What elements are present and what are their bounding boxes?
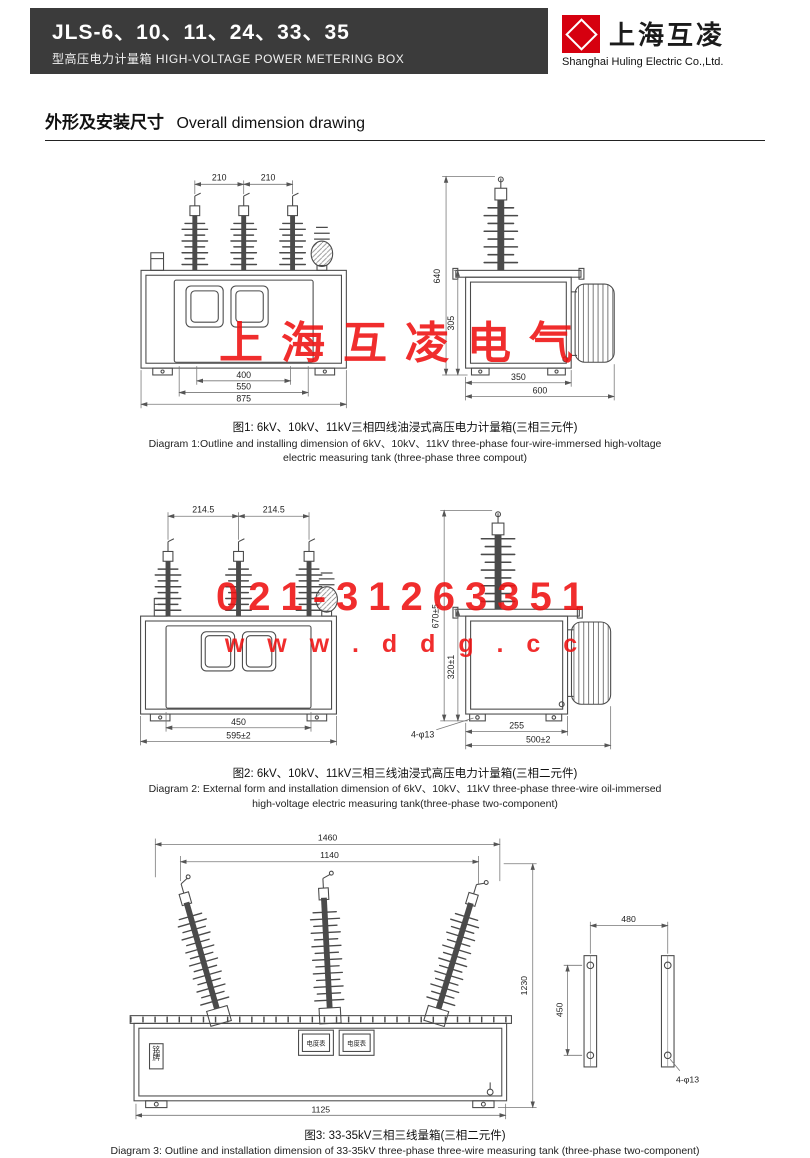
- model-subtitle-cn: 型高压电力计量箱: [52, 51, 153, 66]
- fig2-front-dims: [139, 512, 338, 746]
- dim-label: 4-φ13: [411, 729, 434, 739]
- dim-label: 1460: [318, 832, 337, 842]
- dim-label: 1230: [519, 976, 529, 995]
- fig1-side-view: [452, 177, 615, 376]
- brand-name-en: Shanghai Huling Electric Co.,Ltd.: [562, 55, 724, 68]
- nameplate-label: 铭牌: [152, 1044, 161, 1062]
- figure3-caption-cn: 图3: 33-35kV三相三线量箱(三相二元件): [304, 1129, 506, 1142]
- figure1-caption-en2: electric measuring tank (three-phase thr…: [283, 451, 527, 464]
- section-title-en: Overall dimension drawing: [176, 115, 365, 132]
- dim-label: 400: [236, 370, 251, 380]
- model-subtitle: 型高压电力计量箱 HIGH-VOLTAGE POWER METERING BOX: [52, 50, 548, 67]
- dim-label: 210: [212, 172, 227, 182]
- fig2-front-view: [140, 539, 338, 722]
- dim-label: 214.5: [263, 504, 285, 514]
- model-subtitle-en: HIGH-VOLTAGE POWER METERING BOX: [155, 51, 405, 66]
- model-title: JLS-6、10、11、24、33、35: [52, 20, 350, 44]
- figure2-caption-en2: high-voltage electric measuring tank(thr…: [252, 797, 558, 810]
- dim-label: 500±2: [526, 734, 551, 744]
- figure-1: 210 210 400 550 875: [0, 155, 810, 465]
- dim-label: 550: [236, 382, 251, 392]
- dim-label: 1140: [320, 850, 339, 860]
- figure1-caption-en1: Diagram 1:Outline and installing dimensi…: [148, 437, 662, 450]
- dim-label: 450: [231, 717, 246, 727]
- company-logo-icon: [562, 14, 600, 53]
- figure1-caption-cn: 图1: 6kV、10kV、11kV三相四线油浸式高压电力计量箱(三相三元件): [232, 422, 578, 434]
- dim-label: 875: [236, 393, 251, 403]
- dim-label: 450: [555, 1002, 565, 1017]
- fig3-front-view: [129, 871, 512, 1108]
- figure3-caption-en1: Diagram 3: Outline and installation dime…: [110, 1145, 700, 1158]
- brand-row: 上海互凌: [562, 14, 770, 53]
- figure2-caption-en1: Diagram 2: External form and installatio…: [148, 783, 662, 796]
- figure2-caption: 图2: 6kV、10kV、11kV三相三线油浸式高压电力计量箱(三相二元件) D…: [149, 767, 662, 811]
- brand-name-cn: 上海互凌: [609, 20, 726, 50]
- dim-label: 1125: [311, 1104, 330, 1114]
- dim-label: 210: [261, 172, 276, 182]
- page-header: JLS-6、10、11、24、33、35 型高压电力计量箱 HIGH-VOLTA…: [30, 8, 780, 74]
- dim-label: 214.5: [192, 504, 214, 514]
- dim-label: 305: [446, 316, 456, 331]
- dim-label: 600: [533, 386, 548, 396]
- figure3-caption: 图3: 33-35kV三相三线量箱(三相二元件) Diagram 3: Outl…: [111, 1129, 700, 1158]
- fig3-bracket-dims: [563, 921, 681, 1071]
- dim-label: 4-φ13: [676, 1074, 699, 1084]
- fig2-side-view: [452, 512, 612, 722]
- diagram1-drawing: 210 210 400 550 875: [140, 172, 615, 409]
- fig2-side-dims: [436, 509, 612, 750]
- section-title: 外形及安装尺寸 Overall dimension drawing: [45, 108, 765, 133]
- dim-label: 595±2: [226, 730, 251, 740]
- section-title-cn: 外形及安装尺寸: [45, 113, 164, 132]
- header-titles: JLS-6、10、11、24、33、35 型高压电力计量箱 HIGH-VOLTA…: [30, 8, 548, 74]
- fig1-front-view: [140, 193, 347, 376]
- figure2-caption-cn: 图2: 6kV、10kV、11kV三相三线油浸式高压电力计量箱(三相二元件): [232, 767, 578, 780]
- dim-label: 480: [621, 913, 636, 923]
- diagram3-drawing: 铭牌 电度表 电度表 1460 1140 1230 1125: [129, 832, 699, 1119]
- fig3-bracket-view: [583, 954, 675, 1068]
- meter-label: 电度表: [347, 1038, 367, 1047]
- diamond-icon: [565, 17, 598, 51]
- dim-label: 640: [432, 269, 442, 284]
- figure1-caption: 图1: 6kV、10kV、11kV三相四线油浸式高压电力计量箱(三相三元件) D…: [149, 421, 662, 465]
- diagram2-drawing: 214.5 214.5 450 595±2: [139, 504, 612, 750]
- dim-label: 320±1: [446, 655, 456, 680]
- dim-label: 350: [511, 372, 526, 382]
- figure-3: 铭牌 电度表 电度表 1460 1140 1230 1125: [0, 825, 810, 1158]
- fig1-side-dims: [442, 175, 615, 401]
- dim-label: 670±5: [430, 604, 440, 629]
- dim-label: 255: [509, 721, 524, 731]
- figure-2: 214.5 214.5 450 595±2: [0, 479, 810, 811]
- fig1-front-dims: [140, 180, 348, 409]
- section-divider: [45, 140, 765, 141]
- brand-panel: 上海互凌 Shanghai Huling Electric Co.,Ltd.: [548, 8, 780, 74]
- meter-label: 电度表: [307, 1038, 327, 1047]
